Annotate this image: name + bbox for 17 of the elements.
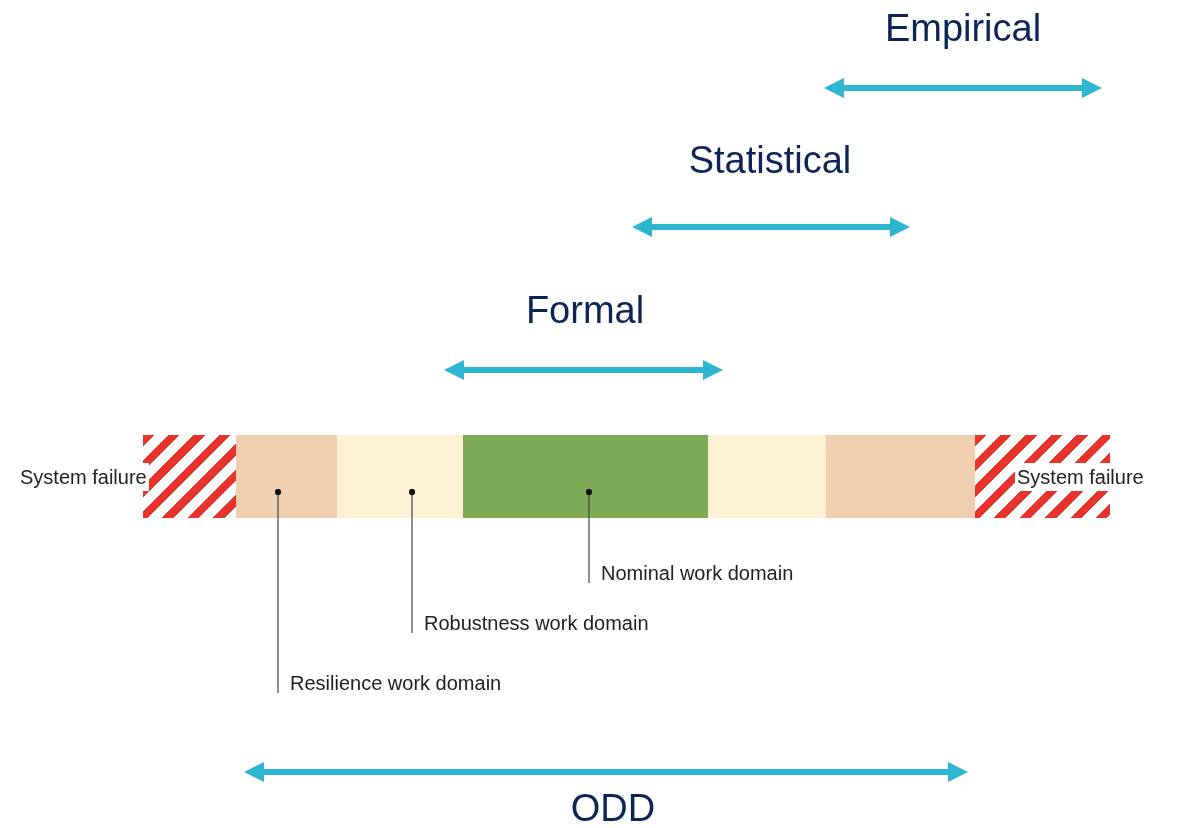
- leader-line: [274, 488, 282, 694]
- callout-text: Resilience work domain: [278, 669, 502, 697]
- callout-text: Robustness work domain: [412, 609, 649, 637]
- leader-line: [585, 488, 593, 584]
- callout-text: Nominal work domain: [589, 559, 794, 587]
- range-label: Empirical: [884, 6, 1042, 50]
- bar-segment: [236, 435, 337, 518]
- range-label: Statistical: [688, 138, 852, 182]
- leader-line: [408, 488, 416, 634]
- range-label: Formal: [525, 288, 645, 332]
- failure-label: System failure: [1015, 462, 1146, 491]
- bar-segment: [708, 435, 826, 518]
- bar-segment: [337, 435, 463, 518]
- bar-segment: [826, 435, 975, 518]
- range-label: ODD: [570, 786, 656, 828]
- failure-label: System failure: [18, 462, 149, 491]
- bar-segment: [463, 435, 708, 518]
